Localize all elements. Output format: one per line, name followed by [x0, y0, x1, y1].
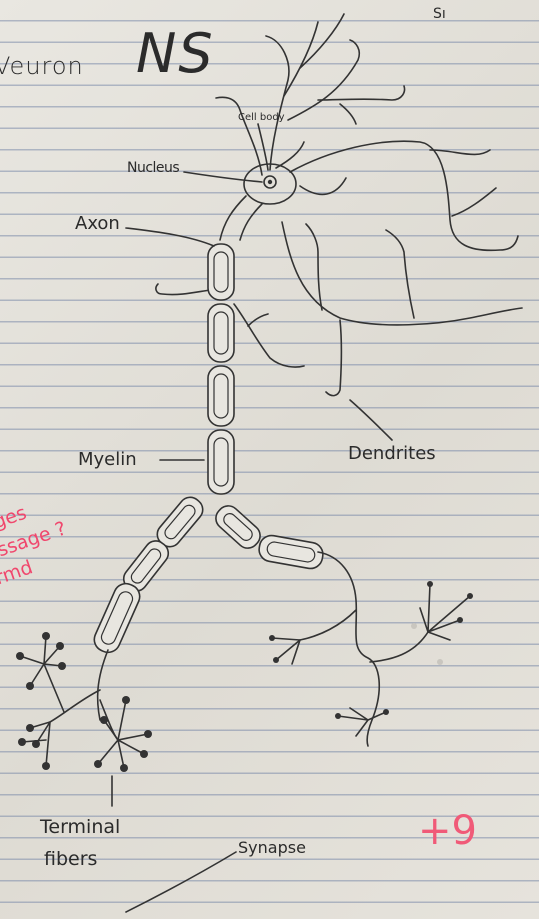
leader-line-dendrites	[350, 400, 392, 440]
dendrite-branch	[156, 284, 210, 295]
label-axon: Axon	[75, 213, 120, 234]
dendrite-branch	[300, 14, 344, 68]
dendrite-branch	[326, 320, 342, 396]
leader-line-nucleus	[184, 172, 262, 182]
label-nucleus: Nucleus	[127, 160, 179, 176]
dendrite-branch	[452, 188, 496, 216]
page-title: NS	[136, 22, 215, 85]
label-terminal-fibers-line1: Terminal	[40, 816, 120, 838]
dendrite-branch	[234, 304, 304, 367]
terminal-bouton-cluster	[420, 581, 473, 640]
dendrite-branch	[290, 141, 518, 250]
dendrite-branch	[248, 314, 268, 326]
terminal-fiber	[370, 632, 428, 662]
label-dendrites: Dendrites	[348, 443, 436, 464]
label-terminal-fibers-line2: fibers	[44, 848, 97, 870]
dendrite-branch	[266, 36, 289, 170]
nucleus-core	[268, 180, 272, 184]
dendrite-branch	[216, 97, 262, 175]
dendrite-branch	[276, 142, 304, 168]
leader-line-axon	[126, 228, 214, 246]
terminal-bouton-cluster	[335, 708, 389, 736]
score-mark: +9	[418, 808, 477, 854]
label-cell-body: Cell body	[238, 112, 285, 123]
dendrite-branch	[340, 104, 356, 124]
terminal-fiber	[98, 650, 108, 720]
label-myelin: Myelin	[78, 449, 137, 470]
dendrite-branch	[288, 40, 359, 120]
terminal-bouton-cluster	[18, 722, 50, 770]
terminal-bouton-cluster	[269, 635, 300, 664]
dendrite-branch	[306, 224, 322, 310]
dendrite-branch	[300, 178, 346, 194]
label-synapse: Synapse	[238, 838, 306, 857]
axon	[240, 204, 262, 240]
dendrite-branch	[284, 22, 318, 96]
terminal-fiber	[300, 610, 356, 640]
dendrite-branch	[430, 150, 490, 154]
page-heading: Veuron	[0, 52, 84, 80]
synapse-line	[126, 852, 236, 912]
terminal-bouton-cluster	[16, 632, 66, 712]
dendrite-branch	[386, 230, 414, 318]
corner-mark: Sı	[433, 6, 446, 22]
